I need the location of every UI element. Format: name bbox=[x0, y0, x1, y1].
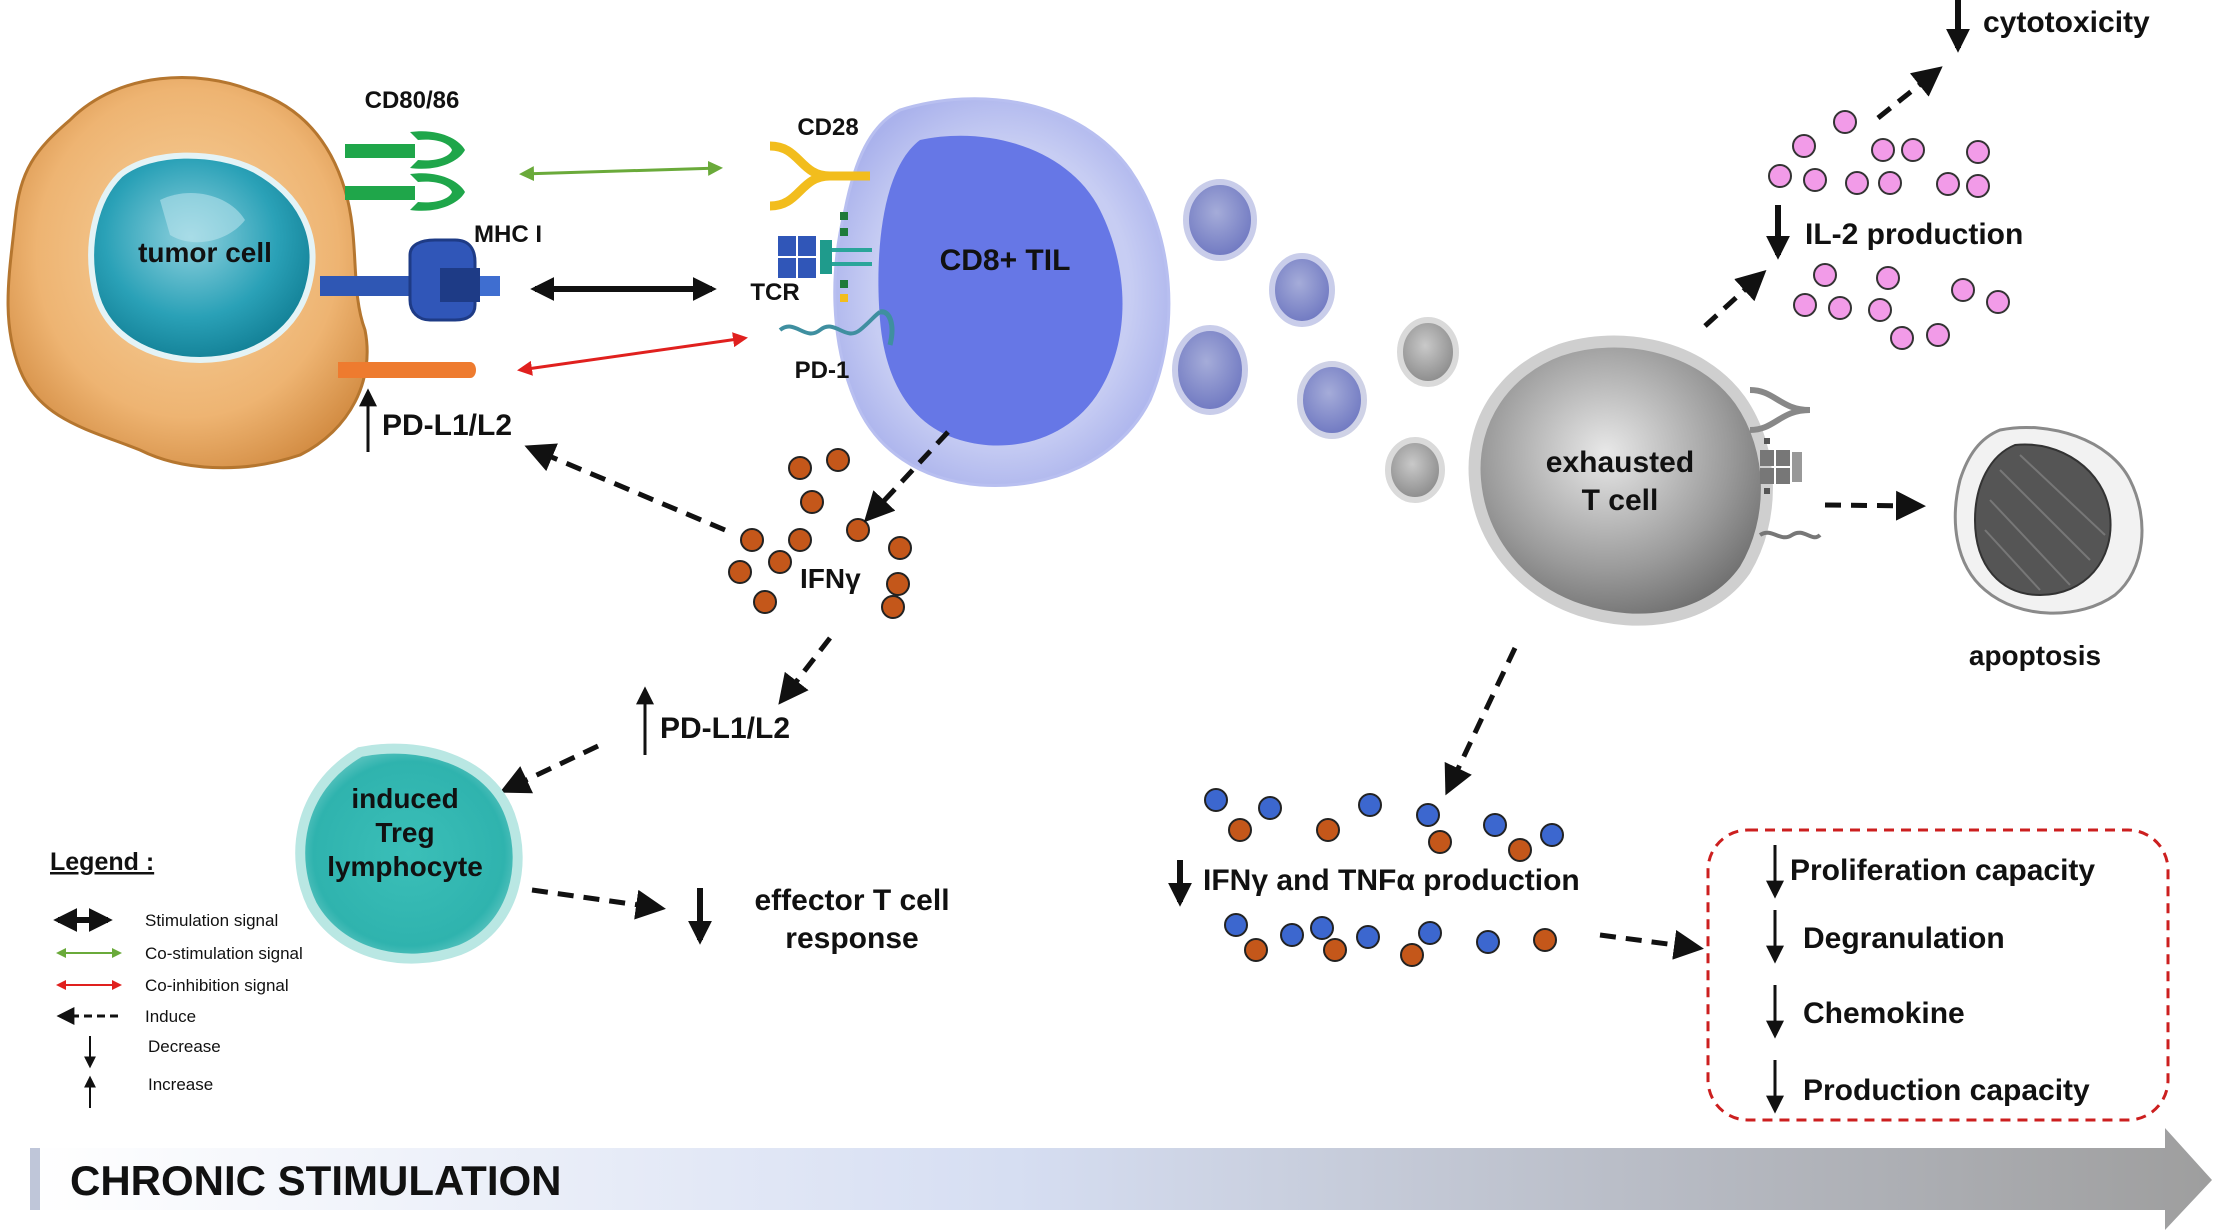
dashed-arrow-icon bbox=[531, 887, 666, 920]
ifng-tnfa-cluster: IFNγ and TNFα production bbox=[1168, 788, 1580, 967]
dashed-arrow-icon bbox=[499, 743, 600, 794]
ifng-tnfa-label: IFNγ and TNFα production bbox=[1203, 864, 1580, 897]
transition-cell bbox=[1385, 437, 1445, 503]
apoptosis-label: apoptosis bbox=[1969, 640, 2101, 671]
legend-item-co-stimulation: Co-stimulation signal bbox=[145, 944, 303, 963]
exhausted-t-cell: exhausted T cell bbox=[1468, 335, 1822, 626]
co-inhibition-arrow bbox=[517, 332, 748, 376]
dashed-arrow-icon bbox=[1444, 646, 1518, 796]
cd28-receptor: CD28 bbox=[769, 114, 870, 211]
transition-cell bbox=[1172, 325, 1248, 415]
pdl-tumor-receptor bbox=[338, 362, 476, 378]
exhausted-pd1 bbox=[1758, 530, 1822, 540]
pdl-center-label: PD-L1/L2 bbox=[660, 712, 790, 745]
legend: Legend : Stimulation signal Co-stimulati… bbox=[50, 848, 303, 1108]
mhc-label: MHC I bbox=[474, 221, 542, 248]
outcome-item-2: Chemokine bbox=[1803, 997, 1965, 1030]
il2-label: IL-2 production bbox=[1805, 218, 2023, 251]
cytotoxicity: cytotoxicity bbox=[1946, 0, 2150, 53]
pd1-label: PD-1 bbox=[795, 357, 850, 384]
legend-title: Legend : bbox=[50, 848, 154, 876]
dashed-arrow-icon bbox=[1599, 929, 1704, 960]
exhausted-label-line1: exhausted bbox=[1546, 446, 1694, 479]
tumor-cell-label: tumor cell bbox=[138, 237, 272, 268]
treg-label-line1: induced bbox=[351, 783, 458, 814]
mhc-receptor: MHC I bbox=[320, 221, 542, 322]
outcome-item-0: Proliferation capacity bbox=[1790, 854, 2095, 887]
cd80-label: CD80/86 bbox=[365, 87, 460, 114]
legend-item-decrease: Decrease bbox=[148, 1037, 221, 1056]
dashed-arrow-icon bbox=[863, 430, 950, 523]
transition-cell bbox=[1397, 317, 1459, 387]
transition-cell bbox=[1269, 253, 1335, 327]
exhausted-cd28 bbox=[1749, 387, 1811, 433]
effector-response: effector T cell response bbox=[688, 884, 950, 955]
tcr-receptor: TCR bbox=[750, 212, 872, 306]
dashed-arrow-icon bbox=[1876, 66, 1943, 120]
treg-label-line2: Treg bbox=[375, 817, 434, 848]
ifng-cluster: IFNγ bbox=[728, 448, 912, 619]
cd80-receptor: CD80/86 bbox=[345, 87, 465, 211]
il2-cluster: IL-2 production bbox=[1766, 110, 2023, 350]
pdl-tumor-label: PD-L1/L2 bbox=[382, 409, 512, 442]
banner-label: CHRONIC STIMULATION bbox=[70, 1157, 562, 1204]
legend-item-stimulation: Stimulation signal bbox=[145, 911, 278, 930]
effector-label-line1: effector T cell bbox=[754, 884, 949, 917]
transition-cell bbox=[1297, 361, 1367, 439]
dashed-arrow-icon bbox=[778, 636, 832, 705]
dashed-arrow-icon bbox=[1824, 490, 1926, 521]
co-stimulation-arrow bbox=[519, 160, 723, 182]
outcomes-box: Proliferation capacity Degranulation Che… bbox=[1706, 828, 2170, 1122]
transition-cell bbox=[1183, 179, 1257, 261]
chronic-stimulation-banner: CHRONIC STIMULATION bbox=[30, 1128, 2212, 1230]
outcome-item-3: Production capacity bbox=[1803, 1074, 2090, 1107]
dashed-arrow-icon bbox=[1703, 269, 1767, 328]
cd28-label: CD28 bbox=[797, 114, 858, 141]
cd8-til-label: CD8+ TIL bbox=[940, 244, 1071, 277]
tumor-cell: tumor cell bbox=[6, 76, 369, 470]
transition-cells bbox=[1172, 179, 1459, 503]
cd8-til-cell: CD8+ TIL bbox=[833, 97, 1171, 488]
treg-cell: induced Treg lymphocyte bbox=[295, 743, 523, 964]
legend-item-induce: Induce bbox=[145, 1007, 196, 1026]
tcr-label: TCR bbox=[750, 279, 799, 306]
effector-label-line2: response bbox=[785, 922, 918, 955]
legend-item-increase: Increase bbox=[148, 1075, 213, 1094]
pdl-center: PD-L1/L2 bbox=[636, 686, 790, 755]
dashed-arrow-icon bbox=[524, 443, 726, 533]
apoptotic-cell: apoptosis bbox=[1953, 425, 2144, 671]
exhausted-label-line2: T cell bbox=[1582, 484, 1659, 517]
cytotoxicity-label: cytotoxicity bbox=[1983, 6, 2150, 39]
pdl-tumor-increase: PD-L1/L2 bbox=[359, 388, 512, 452]
exhausted-tcr bbox=[1760, 438, 1802, 494]
pd1-receptor: PD-1 bbox=[778, 309, 895, 384]
outcome-item-1: Degranulation bbox=[1803, 922, 2005, 955]
treg-label-line3: lymphocyte bbox=[327, 851, 483, 882]
legend-item-co-inhibition: Co-inhibition signal bbox=[145, 976, 289, 995]
ifng-label: IFNγ bbox=[800, 563, 861, 594]
